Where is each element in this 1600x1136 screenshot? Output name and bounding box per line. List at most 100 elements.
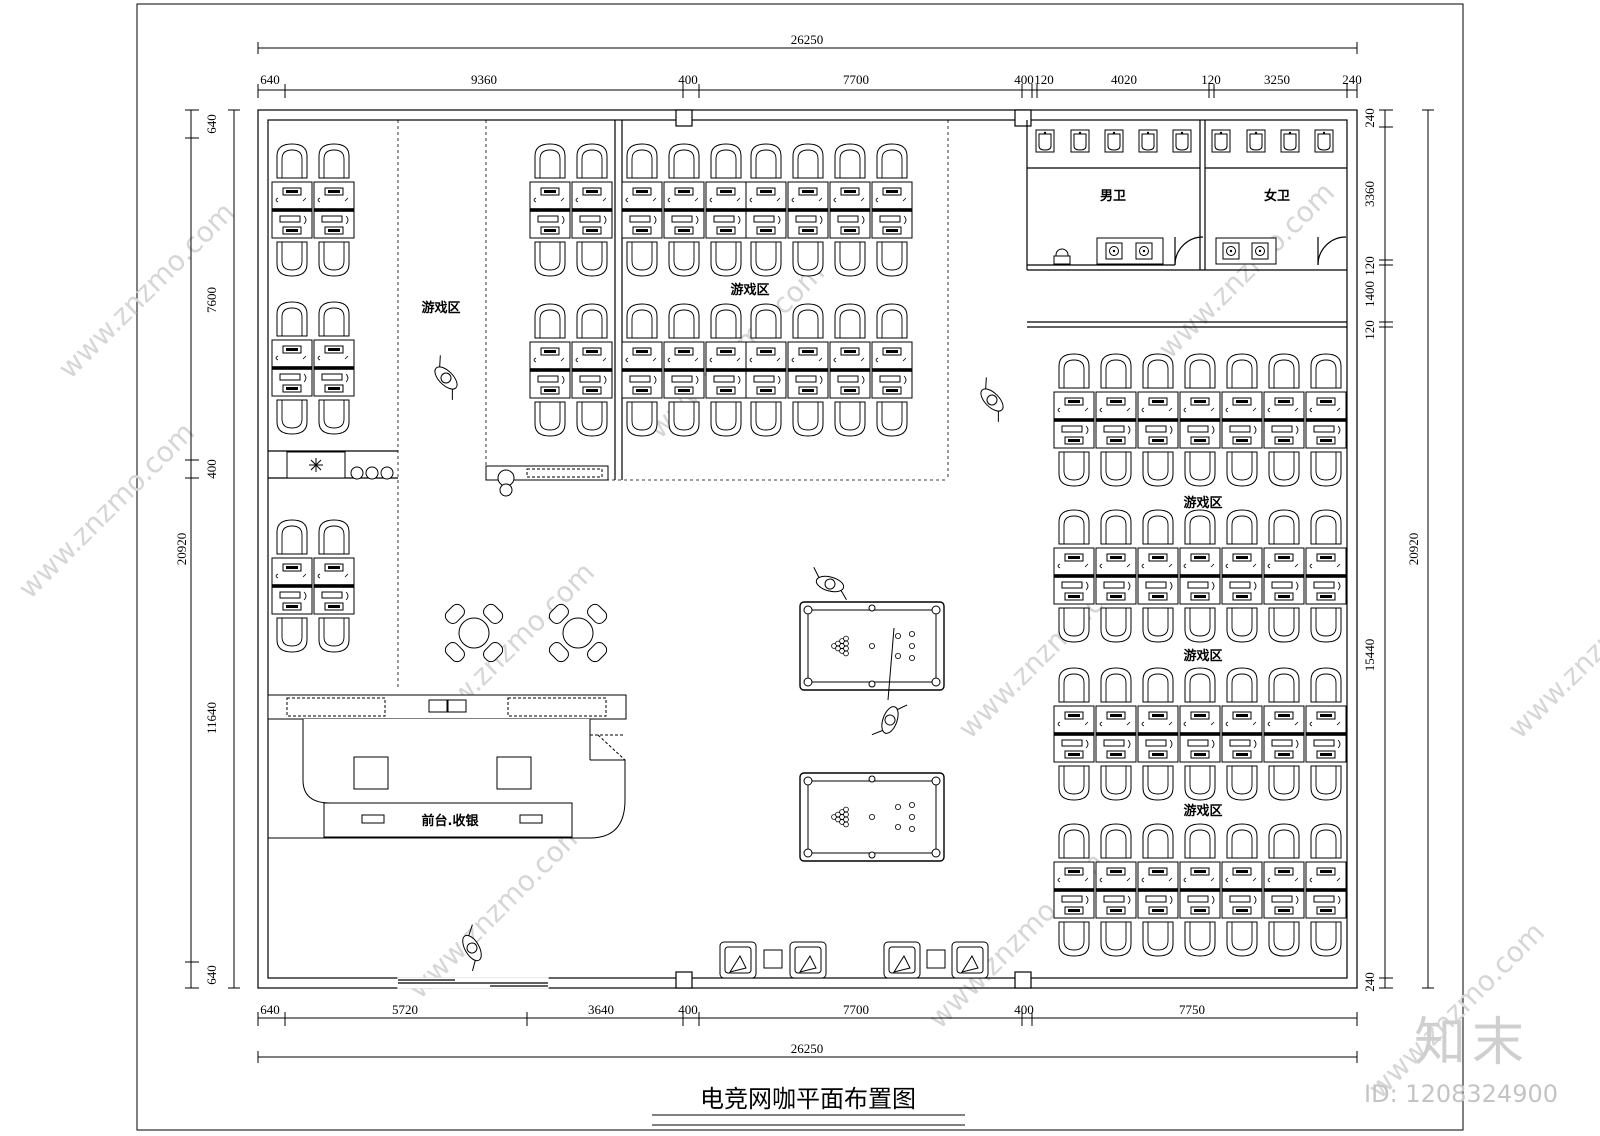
gaming-chair [1142, 921, 1174, 957]
gaming-chair [1184, 823, 1216, 859]
gaming-chair [876, 303, 908, 339]
gaming-chair [750, 401, 782, 437]
gaming-chair [1184, 921, 1216, 957]
dim-left-seg: 11640 [204, 702, 219, 734]
gaming-chair [1142, 667, 1174, 703]
gaming-station [1053, 705, 1095, 763]
gaming-chair [1058, 667, 1090, 703]
gaming-chair [668, 241, 700, 277]
gaming-chair [1268, 607, 1300, 643]
gaming-chair [1310, 451, 1342, 487]
gaming-station [529, 341, 571, 399]
gaming-chair [1226, 823, 1258, 859]
gaming-chair [710, 303, 742, 339]
gaming-chair [834, 143, 866, 179]
dimension-lines [185, 42, 1434, 1063]
gaming-chair [710, 241, 742, 277]
gaming-chair [792, 143, 824, 179]
gaming-chair [626, 143, 658, 179]
gaming-station [621, 341, 663, 399]
gaming-station [1179, 547, 1221, 605]
gaming-station [1263, 861, 1305, 919]
gaming-chair [1142, 607, 1174, 643]
gaming-station [829, 181, 871, 239]
dim-left-seg: 640 [204, 965, 219, 985]
gaming-chair [1310, 921, 1342, 957]
center-game-stations [529, 143, 913, 437]
gaming-chair [792, 303, 824, 339]
gaming-chair [1100, 509, 1132, 545]
gaming-station [1221, 391, 1263, 449]
gaming-chair [876, 401, 908, 437]
gaming-chair [876, 143, 908, 179]
dim-right-seg: 15440 [1362, 639, 1377, 672]
gaming-chair [626, 303, 658, 339]
gaming-chair [792, 241, 824, 277]
drawing-title: 电竞网咖平面布置图 [700, 1085, 916, 1113]
gaming-chair [1142, 765, 1174, 801]
dim-top-total: 26250 [791, 32, 824, 47]
gaming-chair [1058, 765, 1090, 801]
zone-label-game-right: 游戏区 [1183, 648, 1222, 664]
dim-bottom-seg: 5720 [392, 1002, 418, 1017]
gaming-station [1053, 547, 1095, 605]
gaming-station [1263, 705, 1305, 763]
gaming-chair [1058, 353, 1090, 389]
gaming-chair [710, 401, 742, 437]
gaming-station [571, 341, 613, 399]
gaming-station [529, 181, 571, 239]
gaming-chair [1268, 451, 1300, 487]
gaming-chair [1226, 353, 1258, 389]
dim-right-seg: 1400 [1362, 281, 1377, 307]
dim-top-seg: 120 [1201, 72, 1221, 87]
gaming-chair [1184, 509, 1216, 545]
gaming-station [1263, 391, 1305, 449]
gaming-chair [1100, 451, 1132, 487]
gaming-chair [1184, 353, 1216, 389]
zone-label-womens-restroom: 女卫 [1264, 188, 1290, 204]
gaming-chair [1184, 667, 1216, 703]
gaming-station [705, 181, 747, 239]
gaming-chair [1184, 765, 1216, 801]
gaming-station [1137, 861, 1179, 919]
gaming-chair [1142, 451, 1174, 487]
gaming-chair [1058, 509, 1090, 545]
gaming-chair [1184, 607, 1216, 643]
dim-bottom-seg: 3640 [588, 1002, 614, 1017]
gaming-chair [1058, 823, 1090, 859]
gaming-station [1179, 705, 1221, 763]
gaming-chair [534, 303, 566, 339]
gaming-station [787, 341, 829, 399]
dim-right-total: 20920 [1406, 533, 1421, 566]
gaming-chair [626, 401, 658, 437]
gaming-station [1179, 391, 1221, 449]
gaming-station [705, 341, 747, 399]
front-desk [267, 694, 627, 839]
gaming-chair [1268, 823, 1300, 859]
dim-right-seg: 240 [1362, 108, 1377, 128]
dim-top-seg: 120 [1034, 72, 1054, 87]
dim-bottom-seg: 400 [1014, 1002, 1034, 1017]
gaming-station [1263, 547, 1305, 605]
watermark-text: www.znzmo.com [402, 816, 591, 1005]
gaming-station [1305, 861, 1347, 919]
gaming-chair [750, 143, 782, 179]
gaming-station [1221, 705, 1263, 763]
pool-tables [799, 601, 945, 862]
gaming-chair [1310, 765, 1342, 801]
gaming-station [829, 341, 871, 399]
gaming-chair [576, 303, 608, 339]
dim-left-seg: 400 [204, 459, 219, 479]
gaming-station [745, 341, 787, 399]
gaming-station [1095, 705, 1137, 763]
left-game-stations [271, 143, 355, 653]
gaming-chair [1268, 921, 1300, 957]
gaming-station [1095, 391, 1137, 449]
gaming-chair [1100, 353, 1132, 389]
gaming-chair [1310, 823, 1342, 859]
gaming-station [1221, 547, 1263, 605]
gaming-chair [834, 401, 866, 437]
gaming-chair [1058, 607, 1090, 643]
dim-bottom-seg: 640 [260, 1002, 280, 1017]
